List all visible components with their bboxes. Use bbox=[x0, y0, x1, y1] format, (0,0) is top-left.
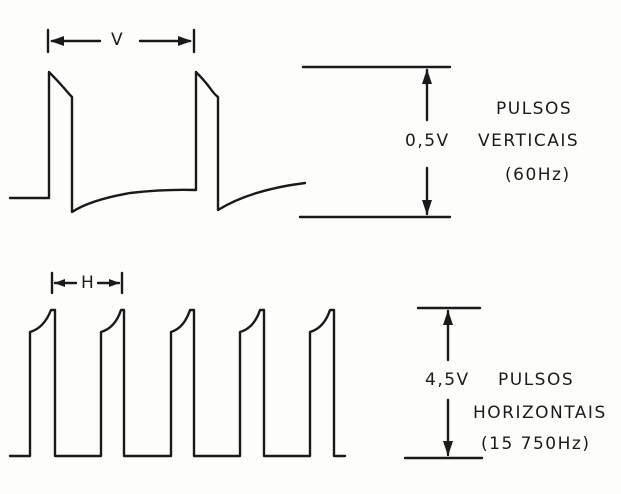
horizontal-period-label: H bbox=[81, 273, 96, 293]
horizontal-amplitude-dimension bbox=[403, 306, 484, 460]
horizontal-period-dimension bbox=[50, 271, 124, 295]
vertical-title-line1: PULSOS bbox=[496, 99, 573, 119]
horizontal-frequency-label: (15 750Hz) bbox=[481, 434, 591, 454]
vertical-waveform bbox=[8, 70, 307, 214]
vertical-period-label: V bbox=[111, 30, 125, 50]
horizontal-waveform bbox=[8, 308, 347, 458]
vertical-pulse-trace bbox=[8, 70, 307, 214]
horizontal-amplitude-label: 4,5V bbox=[425, 370, 470, 390]
horizontal-pulse-trace bbox=[8, 308, 347, 458]
vertical-amplitude-label: 0,5V bbox=[405, 131, 450, 151]
vertical-frequency-label: (60Hz) bbox=[505, 165, 571, 185]
vertical-amplitude-dimension bbox=[298, 65, 452, 219]
vertical-title-line2: VERTICAIS bbox=[478, 131, 580, 151]
vertical-period-dimension bbox=[46, 28, 196, 54]
horizontal-title-line1: PULSOS bbox=[498, 370, 575, 390]
horizontal-title-line2: HORIZONTAIS bbox=[473, 403, 607, 423]
